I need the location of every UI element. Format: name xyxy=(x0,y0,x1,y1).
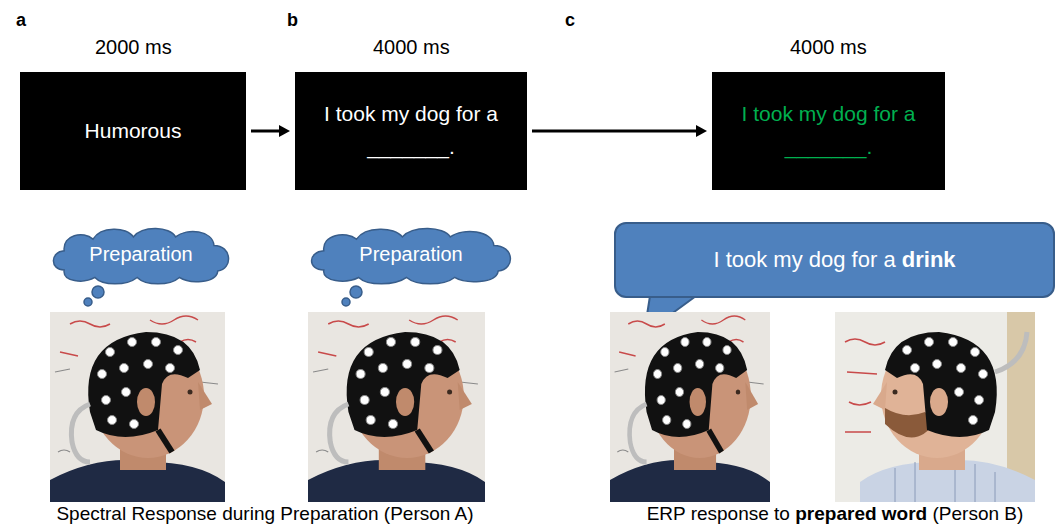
stimulus-screen: Humorous xyxy=(20,72,246,190)
duration-label: 2000 ms xyxy=(95,36,172,59)
text-block: I took my dog for a _______. xyxy=(309,98,513,163)
caption-group: Spectral Response during Preparation (Pe… xyxy=(0,503,530,525)
panel-letter: b xyxy=(287,10,298,31)
caption: Spectral Response during Preparation (Pe… xyxy=(56,503,473,524)
stimulus-screen: I took my dog for a _______. xyxy=(712,72,945,190)
stimulus-screen: I took my dog for a _______. xyxy=(295,72,527,190)
photo-person-b xyxy=(835,312,1035,502)
caption: (Person B) xyxy=(933,503,1024,524)
thought-cloud: Preparation xyxy=(302,222,520,286)
text-block: Preparation xyxy=(89,243,192,266)
caption: ERP response to xyxy=(647,503,790,524)
text-block: Preparation xyxy=(359,243,462,266)
text-block: Humorous xyxy=(85,115,182,148)
node-text: I took my dog for a xyxy=(713,247,895,272)
node-text: I took my dog for a _______. xyxy=(742,102,916,158)
thought-cloud: Preparation xyxy=(45,222,237,286)
caption-group: ERP response toprepared word (Person B) xyxy=(620,503,1050,525)
panel-letter: a xyxy=(16,10,26,31)
thought-dots xyxy=(84,286,362,306)
photo-person-a xyxy=(50,312,225,502)
photo-person-a xyxy=(308,312,485,502)
panel-letter: c xyxy=(565,10,575,31)
caption: prepared word xyxy=(795,503,927,524)
photo-person-a xyxy=(610,312,770,502)
node-text: I took my dog for a _______. xyxy=(324,102,498,158)
emphasized-word: drink xyxy=(902,247,956,272)
arrow-connector xyxy=(251,125,290,137)
node-text: Preparation xyxy=(89,243,192,265)
text-block: I took my dog for a drink xyxy=(713,247,955,273)
node-text: Humorous xyxy=(85,119,182,142)
arrow-connector xyxy=(532,125,707,137)
speech-bubble: I took my dog for a drink xyxy=(614,222,1055,298)
duration-label: 4000 ms xyxy=(790,36,867,59)
text-block: I took my dog for a _______. xyxy=(726,98,931,163)
duration-label: 4000 ms xyxy=(373,36,450,59)
node-text: Preparation xyxy=(359,243,462,265)
